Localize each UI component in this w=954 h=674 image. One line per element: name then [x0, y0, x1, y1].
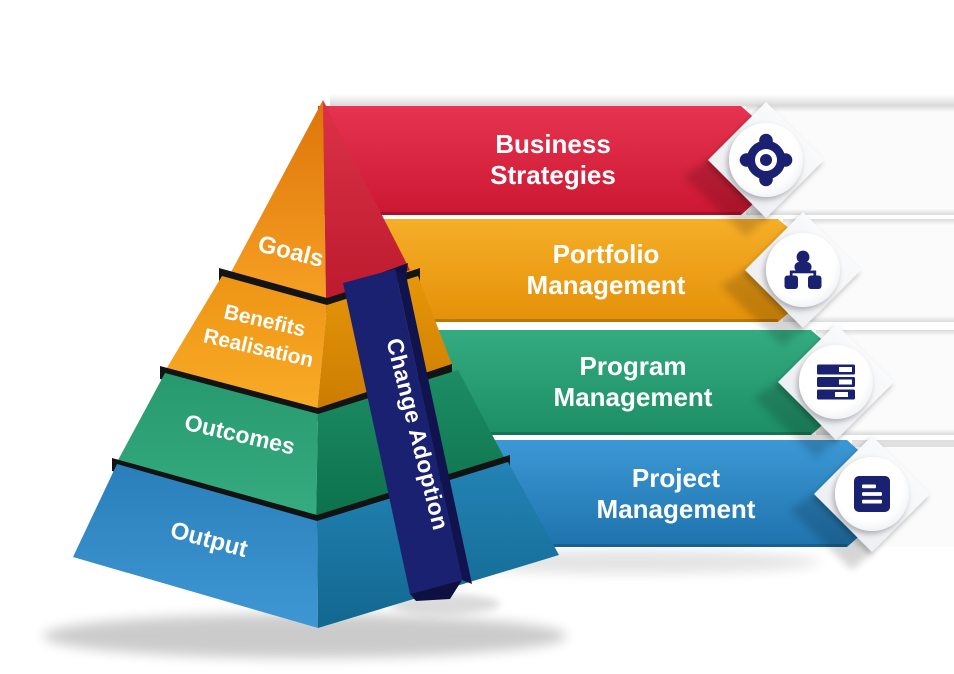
ribbon-label-line: Program: [580, 351, 687, 381]
badge-shadow: [684, 160, 766, 236]
icon-shape: [862, 492, 882, 496]
badge-program-management: [754, 324, 894, 458]
badge-business-strategies: [684, 102, 824, 236]
icon-shape: [739, 153, 754, 167]
ribbon-project-management: Project Management: [422, 440, 907, 547]
pyramid-face: [230, 100, 326, 303]
ribbon-bottom-edge: [352, 319, 778, 322]
ribbon-label-line: Management: [597, 494, 756, 524]
ribbon-program-management: Program Management: [388, 330, 871, 435]
icon-shape: [839, 379, 852, 385]
ribbon-bottom-edge: [318, 212, 741, 215]
badge-portfolio-management: [721, 212, 861, 346]
badge-project-management: [790, 436, 930, 570]
icon-shape: [796, 250, 810, 264]
ribbon-portfolio-management: Portfolio Management: [352, 219, 838, 322]
ribbon-label-line: Project: [632, 463, 720, 493]
icon-shape: [789, 270, 793, 278]
icon-shape: [759, 133, 773, 148]
track-edge: [746, 209, 954, 215]
ribbon-label-line: Management: [554, 382, 713, 412]
change-adoption-banner: Change Adoption: [343, 263, 472, 601]
document-icon: [854, 476, 890, 512]
track-edge: [783, 316, 954, 322]
ribbon-label-line: Strategies: [490, 160, 616, 190]
pyramid-face: [117, 373, 318, 519]
ribbon-arrow: [318, 106, 801, 215]
ribbon-arrow: [352, 219, 838, 322]
ribbon-arrow: [422, 440, 907, 547]
badge-shadow: [790, 494, 872, 570]
pyramid-face: [73, 464, 318, 628]
track-edge: [816, 429, 954, 435]
banner-strip: [343, 269, 462, 594]
pyramid-face: [323, 100, 410, 303]
target-icon: [739, 133, 793, 187]
server-stack-icon: [817, 364, 855, 400]
ribbon-bottom-edge: [422, 544, 847, 547]
ribbon-arrow: [388, 330, 871, 435]
icon-shape: [790, 270, 816, 274]
banner-bottom-fold: [410, 580, 462, 601]
ribbon-business-strategies: Business Strategies: [318, 106, 801, 215]
banner-side-face: [395, 269, 472, 584]
org-hierarchy-icon: [784, 250, 822, 289]
pyramid-face: [165, 276, 327, 412]
icon-shape: [839, 367, 852, 372]
icon-shape: [813, 270, 817, 278]
ribbon-label-line: Business: [495, 129, 611, 159]
icon-shape: [760, 154, 772, 166]
track-edge: [816, 330, 954, 336]
pyramid-level-goals: [230, 100, 410, 303]
icon-shape: [794, 262, 812, 272]
ribbon-top-shadow: [330, 94, 954, 106]
track-edge: [783, 219, 954, 225]
track-edge: [746, 106, 954, 112]
track-edge: [852, 441, 954, 447]
icon-shape: [862, 484, 876, 489]
icon-shape: [784, 275, 798, 289]
ribbon-label-line: Management: [527, 270, 686, 300]
icon-shape: [759, 172, 773, 187]
pyramid-ground-shadow: [43, 614, 567, 658]
icon-shape: [778, 153, 793, 167]
ribbon-bottom-edge: [388, 432, 811, 435]
badge-shadow: [721, 270, 803, 346]
icon-badges: [684, 102, 930, 570]
badge-shadow: [754, 382, 836, 458]
icon-shape: [835, 392, 848, 397]
icon-shape: [808, 275, 822, 289]
ribbon-label-line: Portfolio: [553, 239, 660, 269]
icon-shape: [862, 499, 882, 504]
